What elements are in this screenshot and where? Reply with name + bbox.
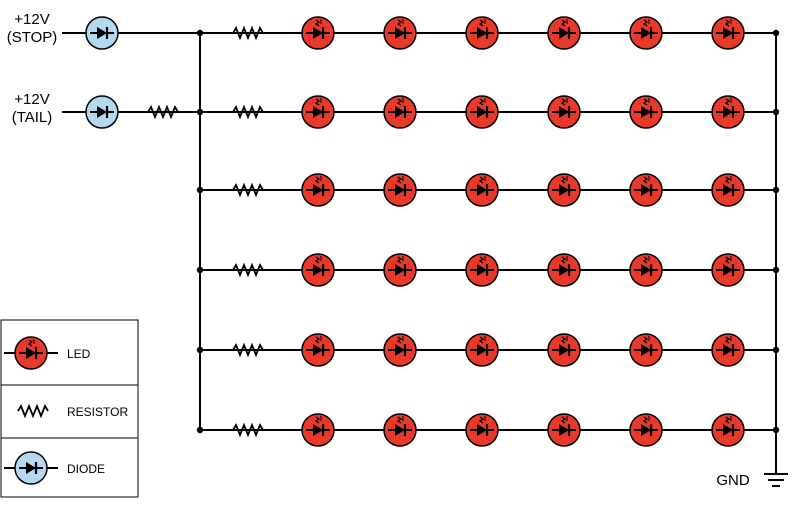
led-rows bbox=[232, 17, 744, 446]
bus-junction-dot bbox=[196, 426, 204, 434]
led-icon bbox=[302, 17, 334, 49]
input-tail-name: (TAIL) bbox=[12, 109, 53, 126]
led-icon bbox=[466, 174, 498, 206]
led-icon bbox=[466, 414, 498, 446]
ground-junction-dot bbox=[772, 29, 780, 37]
input-tail-voltage: +12V bbox=[14, 91, 49, 108]
input-stop-name: (STOP) bbox=[7, 29, 58, 46]
led-icon bbox=[302, 254, 334, 286]
input-stop-voltage: +12V bbox=[14, 11, 49, 28]
bus-junction-dot bbox=[196, 186, 204, 194]
led-icon bbox=[384, 414, 416, 446]
wiring bbox=[62, 32, 777, 431]
led-icon bbox=[384, 17, 416, 49]
ground-junction-dot bbox=[772, 266, 780, 274]
stop-diode-icon bbox=[86, 17, 118, 49]
input-tail: +12V (TAIL) bbox=[12, 91, 53, 126]
legend: LED RESISTOR DIODE bbox=[0, 319, 139, 498]
led-icon bbox=[466, 334, 498, 366]
led-icon bbox=[384, 254, 416, 286]
led-icon bbox=[630, 254, 662, 286]
led-icon bbox=[548, 17, 580, 49]
led-icon bbox=[712, 96, 744, 128]
bus-junction-dot bbox=[196, 346, 204, 354]
led-icon bbox=[630, 334, 662, 366]
led-icon bbox=[384, 96, 416, 128]
tail-diode-icon bbox=[86, 96, 118, 128]
led-icon bbox=[548, 174, 580, 206]
bus-junction-dot bbox=[196, 29, 204, 37]
led-icon bbox=[466, 17, 498, 49]
led-icon bbox=[630, 17, 662, 49]
legend-resistor-label: RESISTOR bbox=[67, 405, 128, 419]
legend-led-label: LED bbox=[67, 347, 91, 361]
input-stop: +12V (STOP) bbox=[7, 11, 58, 46]
led-icon bbox=[712, 17, 744, 49]
led-icon bbox=[548, 254, 580, 286]
legend-led-icon bbox=[15, 337, 47, 369]
legend-diode-label: DIODE bbox=[67, 462, 105, 476]
led-icon bbox=[384, 334, 416, 366]
led-icon bbox=[548, 414, 580, 446]
led-icon bbox=[630, 174, 662, 206]
led-icon bbox=[630, 414, 662, 446]
led-icon bbox=[630, 96, 662, 128]
bus-junction-dot bbox=[196, 108, 204, 116]
led-icon bbox=[712, 254, 744, 286]
ground-junction-dot bbox=[772, 108, 780, 116]
led-icon bbox=[302, 414, 334, 446]
led-icon bbox=[302, 174, 334, 206]
led-icon bbox=[466, 96, 498, 128]
led-icon bbox=[466, 254, 498, 286]
led-icon bbox=[712, 174, 744, 206]
led-icon bbox=[384, 174, 416, 206]
led-icon bbox=[712, 414, 744, 446]
junction-dots bbox=[196, 29, 780, 434]
led-icon bbox=[548, 96, 580, 128]
led-icon bbox=[302, 96, 334, 128]
led-icon bbox=[302, 334, 334, 366]
led-icon bbox=[712, 334, 744, 366]
bus-junction-dot bbox=[196, 266, 204, 274]
ground-junction-dot bbox=[772, 186, 780, 194]
ground-symbol-icon bbox=[764, 430, 788, 487]
ground-junction-dot bbox=[772, 346, 780, 354]
ground-label: GND bbox=[716, 472, 750, 489]
led-icon bbox=[548, 334, 580, 366]
legend-diode-icon bbox=[15, 452, 47, 484]
